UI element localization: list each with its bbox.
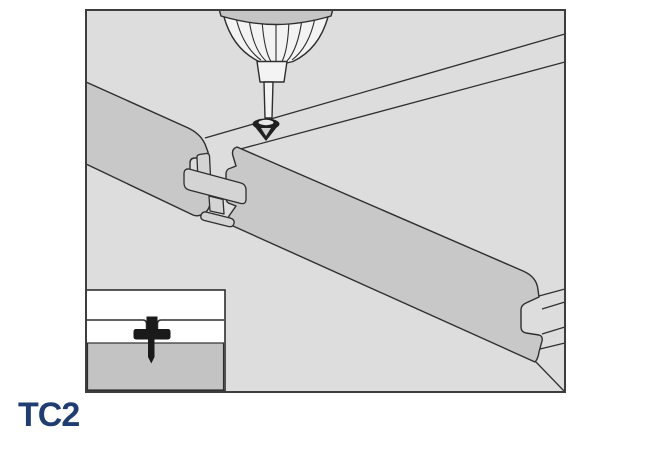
screw <box>252 118 280 141</box>
front-board-end-face <box>225 146 543 363</box>
drill-driver <box>218 10 334 119</box>
figure-caption: TC2 <box>18 396 80 434</box>
inset-screw-tip <box>148 357 155 364</box>
inset-screw-shaft <box>148 339 155 357</box>
drill-collar <box>256 60 288 83</box>
board-side-groove-lines <box>535 288 565 392</box>
inset-clip-crossbar <box>133 329 171 340</box>
inset-clip-and-screw <box>133 316 171 364</box>
inset-clip-tab <box>146 316 158 331</box>
inset-cross-section <box>86 289 226 392</box>
screw-cone-highlight <box>261 128 271 136</box>
t-clip <box>183 152 247 228</box>
screw-head-top <box>257 118 275 127</box>
inset-joist <box>86 342 225 391</box>
t-clip-stem <box>208 195 225 215</box>
drill-body <box>218 10 334 26</box>
driver-bit-shaft <box>263 81 274 119</box>
diagram-frame-border <box>85 9 566 393</box>
scene <box>86 10 565 392</box>
t-clip-crossbar <box>183 168 247 205</box>
t-clip-foot <box>200 211 235 228</box>
drill-chuck-ribs <box>235 17 316 62</box>
